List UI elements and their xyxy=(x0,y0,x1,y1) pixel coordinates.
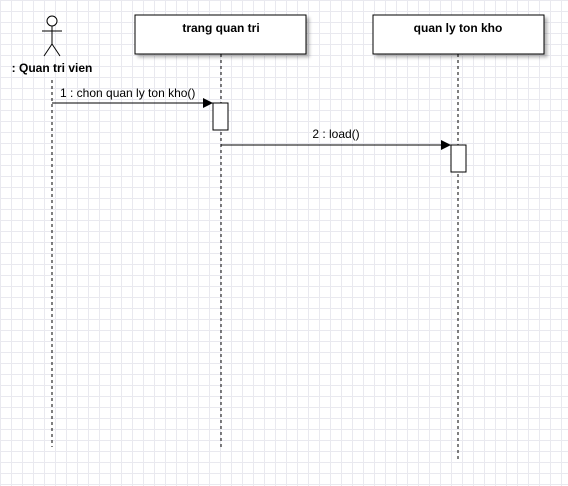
message-1[interactable]: 1 : chon quan ly ton kho() xyxy=(52,86,213,108)
lifeline-box xyxy=(134,14,307,55)
lifeline-quan-ly-ton-kho[interactable]: quan ly ton kho xyxy=(372,14,545,55)
stick-figure-icon xyxy=(42,15,62,57)
activation-bar-quan-ly-ton-kho xyxy=(450,144,467,173)
lifeline-box xyxy=(372,14,545,55)
lifeline-trang-quan-tri[interactable]: trang quan tri xyxy=(134,14,307,55)
message-label: 1 : chon quan ly ton kho() xyxy=(60,86,195,100)
actor-label: : Quan tri vien xyxy=(12,61,93,75)
message-2[interactable]: 2 : load() xyxy=(221,127,451,150)
actor-quan-tri-vien[interactable]: : Quan tri vien xyxy=(12,15,93,75)
lifeline-label: quan ly ton kho xyxy=(414,21,503,35)
message-label: 2 : load() xyxy=(312,127,359,141)
activation-bar-trang-quan-tri xyxy=(212,102,229,131)
lifeline-label: trang quan tri xyxy=(182,21,259,35)
